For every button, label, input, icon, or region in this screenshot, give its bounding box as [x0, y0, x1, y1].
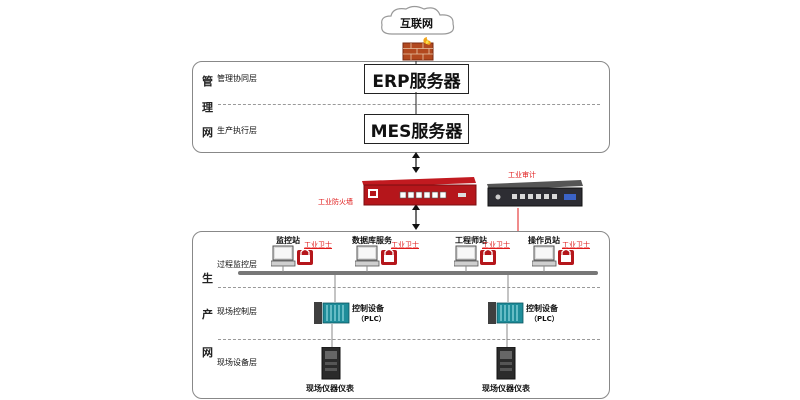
plc-1-label: 控制设备: [352, 304, 384, 313]
engineer-station-pc-icon: [454, 245, 496, 272]
internet-label: 互联网: [400, 17, 433, 30]
station-guard-monitoring: 工业卫士: [304, 241, 332, 249]
plc-2-sublabel: （PLC）: [530, 315, 559, 323]
station-guard-operator: 工业卫士: [562, 241, 590, 249]
station-name-monitoring: 监控站: [276, 236, 300, 245]
field-device-label: 现场设备层: [217, 358, 257, 367]
management-side-char-1: 管: [202, 75, 213, 88]
management-side-char-2: 理: [202, 101, 213, 114]
field-instrument-2-icon: [496, 347, 516, 380]
station-name-operator: 操作员站: [528, 236, 560, 245]
plc-1-sublabel: （PLC）: [357, 315, 386, 323]
production-divider-1: [218, 287, 600, 288]
station-name-engineer: 工程师站: [455, 236, 487, 245]
field-control-label: 现场控制层: [217, 307, 257, 316]
field-instrument-1-label: 现场仪器仪表: [306, 384, 354, 393]
production-divider-2: [218, 339, 600, 340]
plc-controller-2-icon: [488, 302, 524, 324]
industrial-audit-device: [487, 180, 583, 207]
plc-controller-1-icon: [314, 302, 350, 324]
mes-server: MES服务器: [364, 114, 469, 144]
management-divider: [218, 104, 600, 105]
erp-server: ERP服务器: [364, 64, 469, 94]
monitoring-station-pc-icon: [271, 245, 313, 272]
production-side-char-3: 网: [202, 346, 213, 359]
control-bus-line: [238, 271, 598, 275]
database-server-pc-icon: [355, 245, 397, 272]
station-name-database: 数据库服务: [352, 236, 392, 245]
plc-2-label: 控制设备: [526, 304, 558, 313]
production-side-char-1: 生: [202, 272, 213, 285]
brick-firewall-icon: [402, 37, 434, 61]
internet-cloud-icon: [381, 5, 455, 35]
station-guard-engineer: 工业卫士: [482, 241, 510, 249]
operator-station-pc-icon: [532, 245, 574, 272]
station-guard-database: 工业卫士: [391, 241, 419, 249]
field-instrument-1-icon: [321, 347, 341, 380]
process-monitoring-label: 过程监控层: [217, 260, 257, 269]
industrial-firewall-device: [362, 177, 477, 206]
firewall-label: 工业防火墙: [318, 198, 353, 206]
collaboration-layer-label: 管理协同层: [217, 74, 257, 83]
management-side-char-3: 网: [202, 126, 213, 139]
field-instrument-2-label: 现场仪器仪表: [482, 384, 530, 393]
execution-layer-label: 生产执行层: [217, 126, 257, 135]
audit-label: 工业审计: [508, 171, 536, 179]
production-side-char-2: 产: [202, 308, 213, 321]
